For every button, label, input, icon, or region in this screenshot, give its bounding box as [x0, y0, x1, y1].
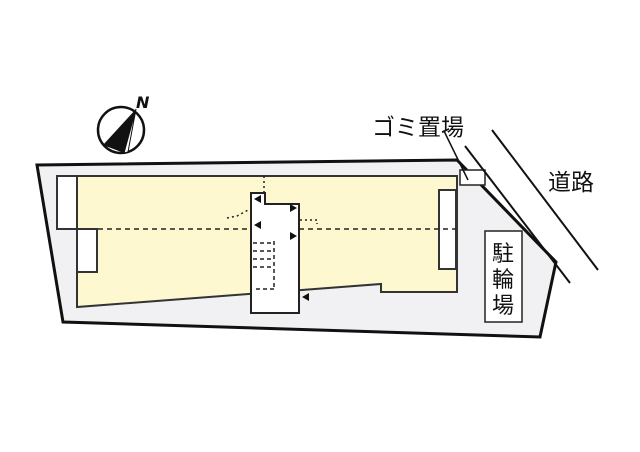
bike-parking-label-1: 駐: [492, 242, 514, 267]
bike-parking-box: [484, 230, 523, 323]
balcony-left-upper: [56, 175, 78, 230]
garbage-area: [459, 169, 486, 186]
north-compass-icon: N: [96, 93, 150, 155]
road-line: [464, 145, 571, 284]
stairs: [253, 241, 275, 290]
bike-parking-label-2: 輪: [492, 268, 514, 293]
garbage-label: ゴミ置場: [372, 115, 464, 141]
balcony-left-lower: [76, 228, 98, 273]
stair-core: [250, 192, 300, 314]
north-label: N: [136, 93, 150, 112]
road-label: 道路: [548, 170, 594, 196]
bike-parking-label-3: 場: [492, 294, 514, 319]
entry-arrows: [254, 195, 309, 301]
road-line: [491, 129, 599, 271]
